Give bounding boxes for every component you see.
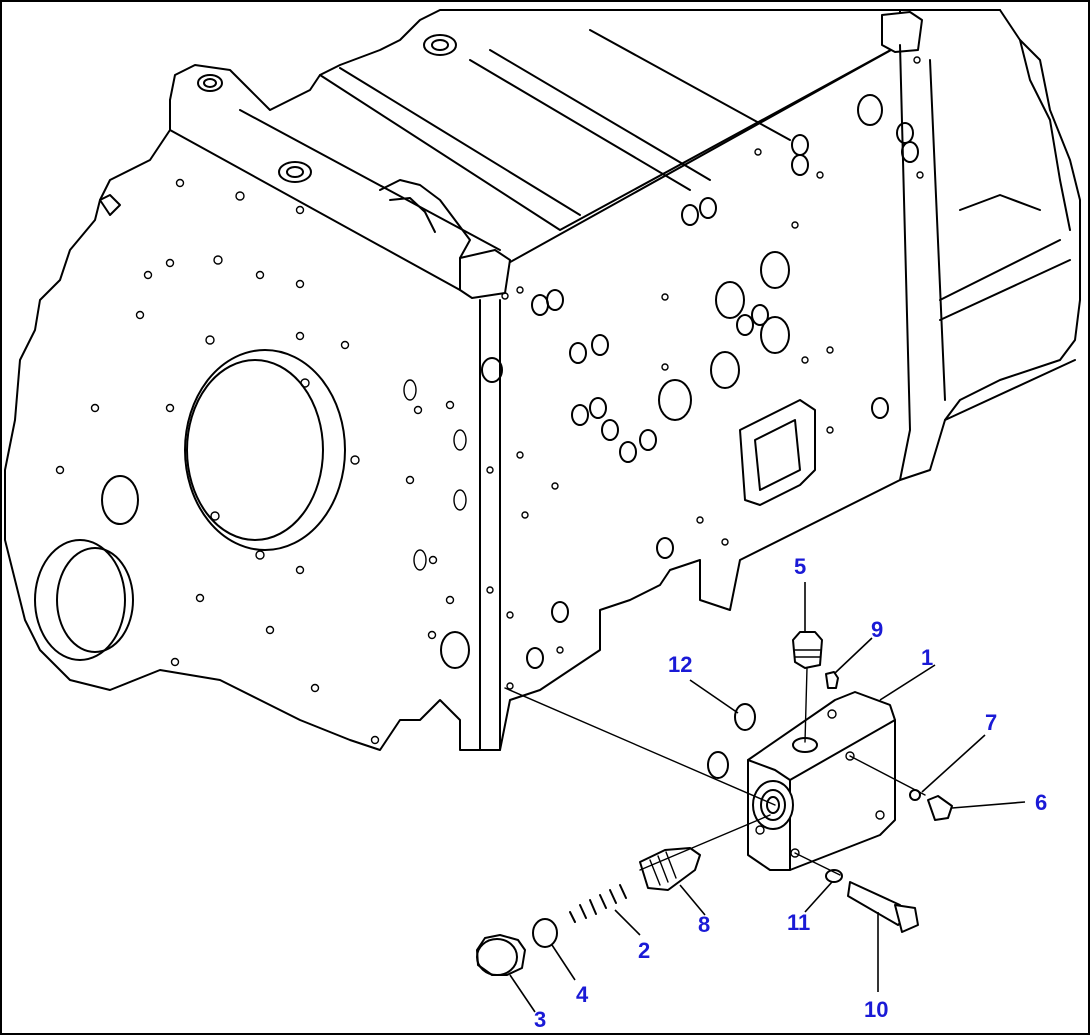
cylinder-block: [169, 9, 1081, 751]
callout-12: 12: [668, 652, 692, 677]
flywheel-housing: [4, 99, 481, 751]
callout-4: 4: [576, 982, 589, 1007]
callout-10: 10: [864, 997, 888, 1022]
callout-6: 6: [1035, 790, 1047, 815]
callout-labels: 1 2 3 4 5 6 7 8 9 10 11 12: [534, 554, 1047, 1032]
callout-leaders: [509, 582, 1026, 1013]
callout-5: 5: [794, 554, 806, 579]
valve-body: [747, 691, 896, 871]
assembly-lines: [504, 667, 926, 876]
callout-2: 2: [638, 938, 650, 963]
component-parts: [476, 631, 953, 976]
callout-11: 11: [787, 910, 810, 935]
callout-7: 7: [985, 710, 997, 735]
callout-3: 3: [534, 1007, 546, 1032]
callout-8: 8: [698, 912, 710, 937]
callout-1: 1: [921, 645, 933, 670]
callout-9: 9: [871, 617, 883, 642]
